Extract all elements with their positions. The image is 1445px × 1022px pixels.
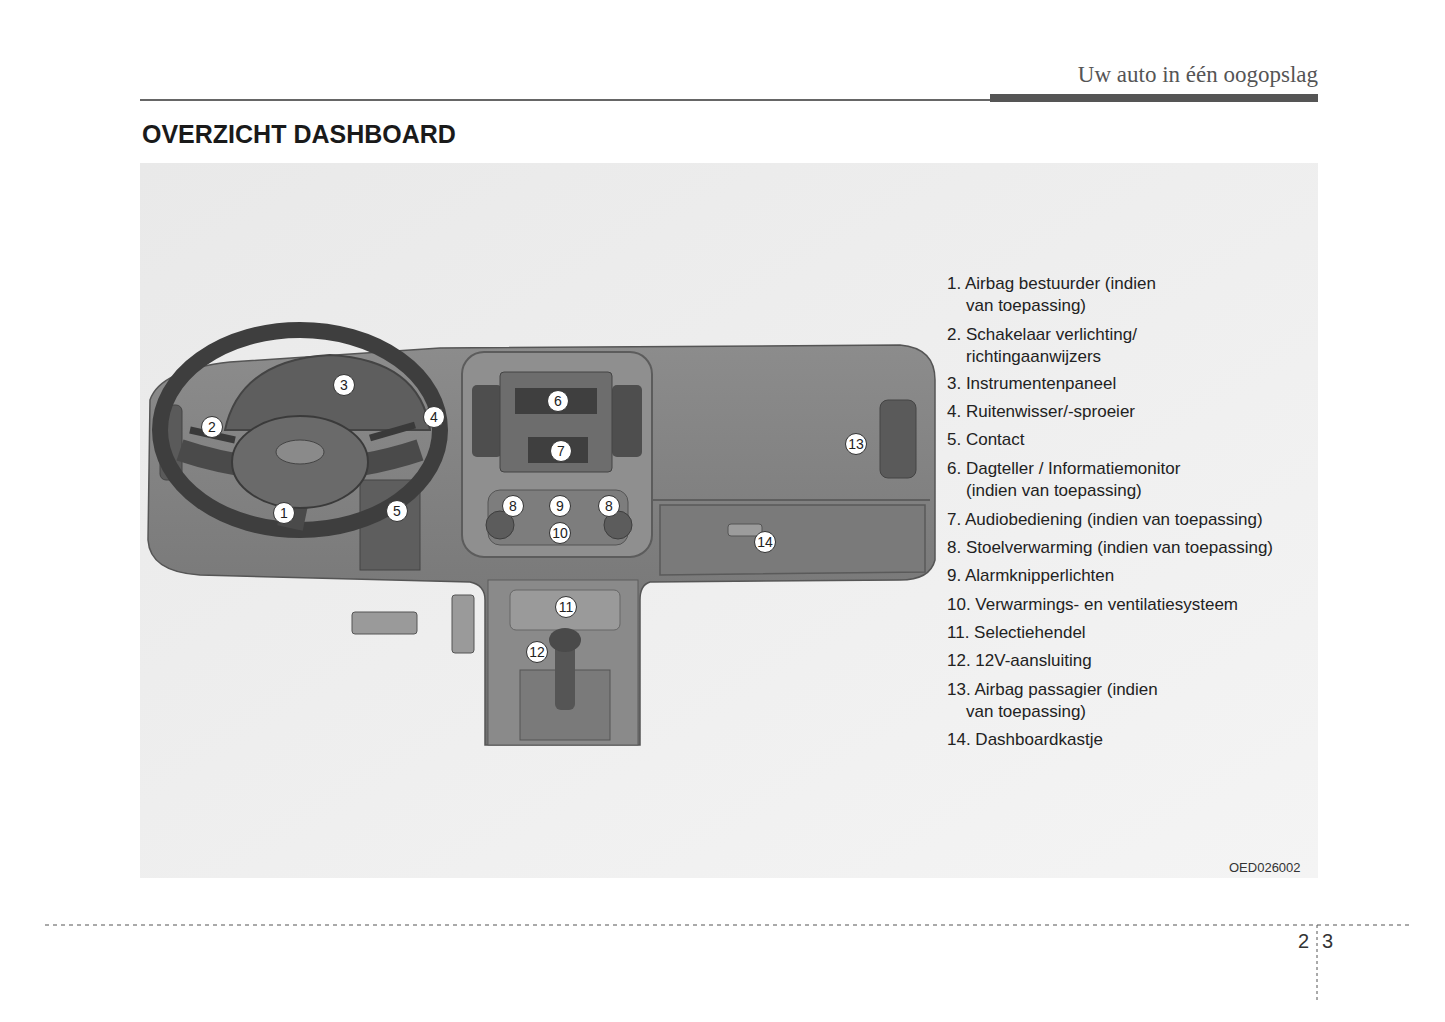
legend-item: 7. Audiobediening (indien van toepassing… xyxy=(947,509,1312,531)
header-bar xyxy=(990,94,1318,102)
legend-item: 5. Contact xyxy=(947,429,1312,451)
legend-item: 2. Schakelaar verlichting/ richtingaanwi… xyxy=(947,324,1172,368)
air-vent xyxy=(880,400,916,478)
callout-number: 3 xyxy=(333,374,355,396)
callout-number: 9 xyxy=(549,495,571,517)
steering-wheel xyxy=(160,330,440,530)
picture-panel xyxy=(140,163,1318,878)
footer-rule xyxy=(45,925,1410,926)
callout-number: 8 xyxy=(502,495,524,517)
section-header: Uw auto in één oogopslag xyxy=(960,62,1318,88)
legend-item: 10. Verwarmings- en ventilatiesysteem xyxy=(947,594,1312,616)
dashboard-body xyxy=(148,345,935,745)
legend-item: 11. Selectiehendel xyxy=(947,622,1312,644)
legend-item: 6. Dagteller / Informatiemonitor (indien… xyxy=(947,458,1217,502)
page-number: 2 xyxy=(1298,930,1309,953)
glovebox xyxy=(660,505,925,575)
callout-number: 10 xyxy=(549,522,571,544)
legend-item: 13. Airbag passagier (indien van toepass… xyxy=(947,679,1177,723)
legend-item: 9. Alarmknipperlichten xyxy=(947,565,1312,587)
legend-item: 3. Instrumentenpaneel xyxy=(947,373,1312,395)
callout-number: 4 xyxy=(423,406,445,428)
page-title: OVERZICHT DASHBOARD xyxy=(142,120,456,149)
airbag-hub xyxy=(232,416,368,508)
accelerator-pedal xyxy=(452,595,474,653)
callout-number: 8 xyxy=(598,495,620,517)
page-number: 3 xyxy=(1322,930,1333,953)
legend-item: 12. 12V-aansluiting xyxy=(947,650,1312,672)
callout-number: 5 xyxy=(386,500,408,522)
callout-number: 1 xyxy=(273,502,295,524)
brake-pedal xyxy=(352,612,417,634)
legend-item: 1. Airbag bestuurder (indien van toepass… xyxy=(947,273,1162,317)
centre-console xyxy=(488,580,638,745)
page-separator xyxy=(1317,925,1318,1000)
callout-number: 6 xyxy=(547,390,569,412)
callout-number: 14 xyxy=(754,531,776,553)
callout-number: 7 xyxy=(550,440,572,462)
legend-item: 4. Ruitenwisser/-sproeier xyxy=(947,401,1312,423)
callout-number: 11 xyxy=(555,596,577,618)
callout-number: 12 xyxy=(526,641,548,663)
legend-item: 14. Dashboardkastje xyxy=(947,729,1312,751)
figure-code: OED026002 xyxy=(1229,860,1301,875)
callout-number: 2 xyxy=(201,416,223,438)
legend-item: 8. Stoelverwarming (indien van toepassin… xyxy=(947,537,1312,559)
callout-number: 13 xyxy=(845,433,867,455)
centre-stack xyxy=(462,352,652,557)
